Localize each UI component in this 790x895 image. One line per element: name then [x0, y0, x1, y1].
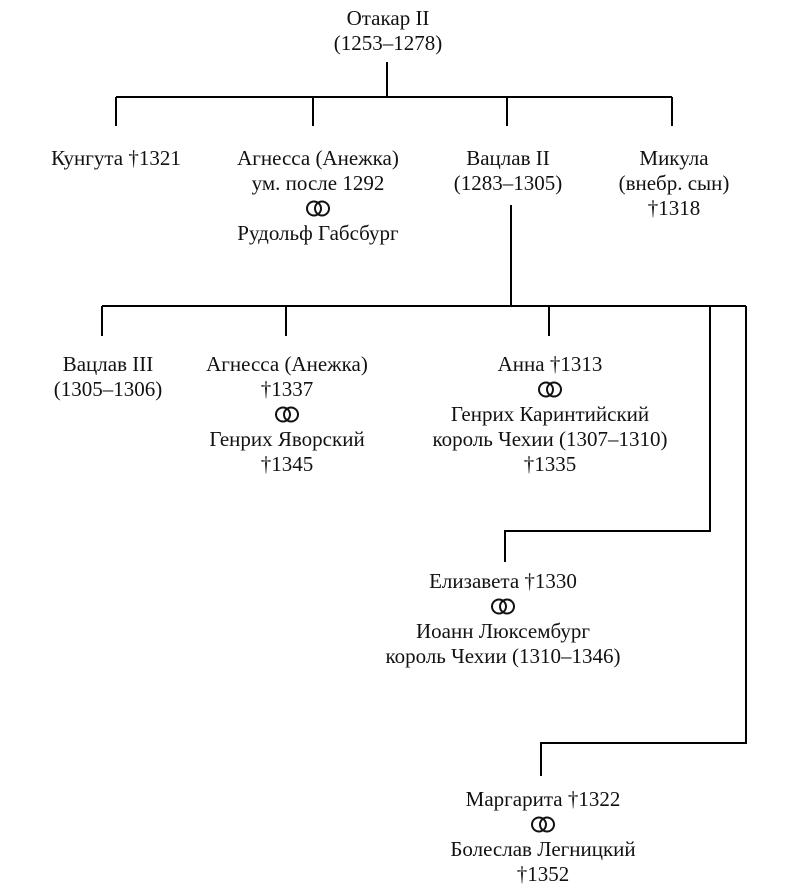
person-name: Анна †1313	[497, 352, 603, 376]
interlocked-rings-icon	[275, 406, 299, 423]
interlocked-rings-icon	[491, 598, 515, 615]
person-mikula: Микула (внебр. сын) †1318	[594, 146, 754, 221]
person-dates: †1318	[647, 196, 701, 220]
person-note: (внебр. сын)	[618, 171, 730, 195]
person-vaclav-ii: Вацлав II (1283–1305)	[430, 146, 586, 196]
person-name: Вацлав III	[62, 352, 154, 376]
interlocked-rings-icon	[306, 200, 330, 217]
interlocked-rings-icon	[531, 816, 555, 833]
person-agnessa-1: Агнесса (Анежка) ум. после 1292 Рудольф …	[213, 146, 423, 246]
spouse-dates: †1352	[516, 862, 570, 886]
reign-years: (1283–1305)	[453, 171, 563, 195]
person-dates: ум. после 1292	[251, 171, 385, 195]
person-kunguta: Кунгута †1321	[30, 146, 202, 171]
person-name: Отакар II	[346, 6, 430, 30]
spouse-name: Генрих Каринтийский	[450, 402, 650, 426]
reign-years: (1253–1278)	[333, 31, 443, 55]
spouse-dates: †1335	[523, 452, 577, 476]
person-dates: †1337	[260, 377, 314, 401]
person-name: Микула	[639, 146, 709, 170]
spouse-name: Рудольф Габсбург	[237, 221, 399, 245]
person-vaclav-iii: Вацлав III (1305–1306)	[28, 352, 188, 402]
person-name: Агнесса (Анежка)	[237, 146, 399, 170]
spouse-title: король Чехии (1310–1346)	[385, 644, 621, 668]
spouse-title: король Чехии (1307–1310)	[432, 427, 668, 451]
person-name: Агнесса (Анежка)	[206, 352, 368, 376]
person-name: Вацлав II	[466, 146, 550, 170]
person-otakar-ii: Отакар II (1253–1278)	[288, 6, 488, 56]
interlocked-rings-icon	[538, 381, 562, 398]
person-name: Кунгута †1321	[51, 146, 181, 170]
spouse-dates: †1345	[260, 452, 314, 476]
person-elizaveta: Елизавета †1330 Иоанн Люксембург король …	[344, 569, 662, 669]
person-name: Маргарита †1322	[465, 787, 621, 811]
person-anna: Анна †1313 Генрих Каринтийский король Че…	[394, 352, 706, 477]
branch-elizaveta	[504, 306, 711, 562]
spouse-name: Генрих Яворский	[209, 427, 365, 451]
reign-years: (1305–1306)	[53, 377, 163, 401]
person-agnessa-2: Агнесса (Анежка) †1337 Генрих Яворский †…	[186, 352, 388, 477]
spouse-name: Иоанн Люксембург	[415, 619, 590, 643]
spouse-name: Болеслав Легницкий	[450, 837, 636, 861]
person-name: Елизавета †1330	[429, 569, 577, 593]
branch-margarita	[540, 306, 747, 776]
person-margarita: Маргарита †1322 Болеслав Легницкий †1352	[418, 787, 668, 887]
